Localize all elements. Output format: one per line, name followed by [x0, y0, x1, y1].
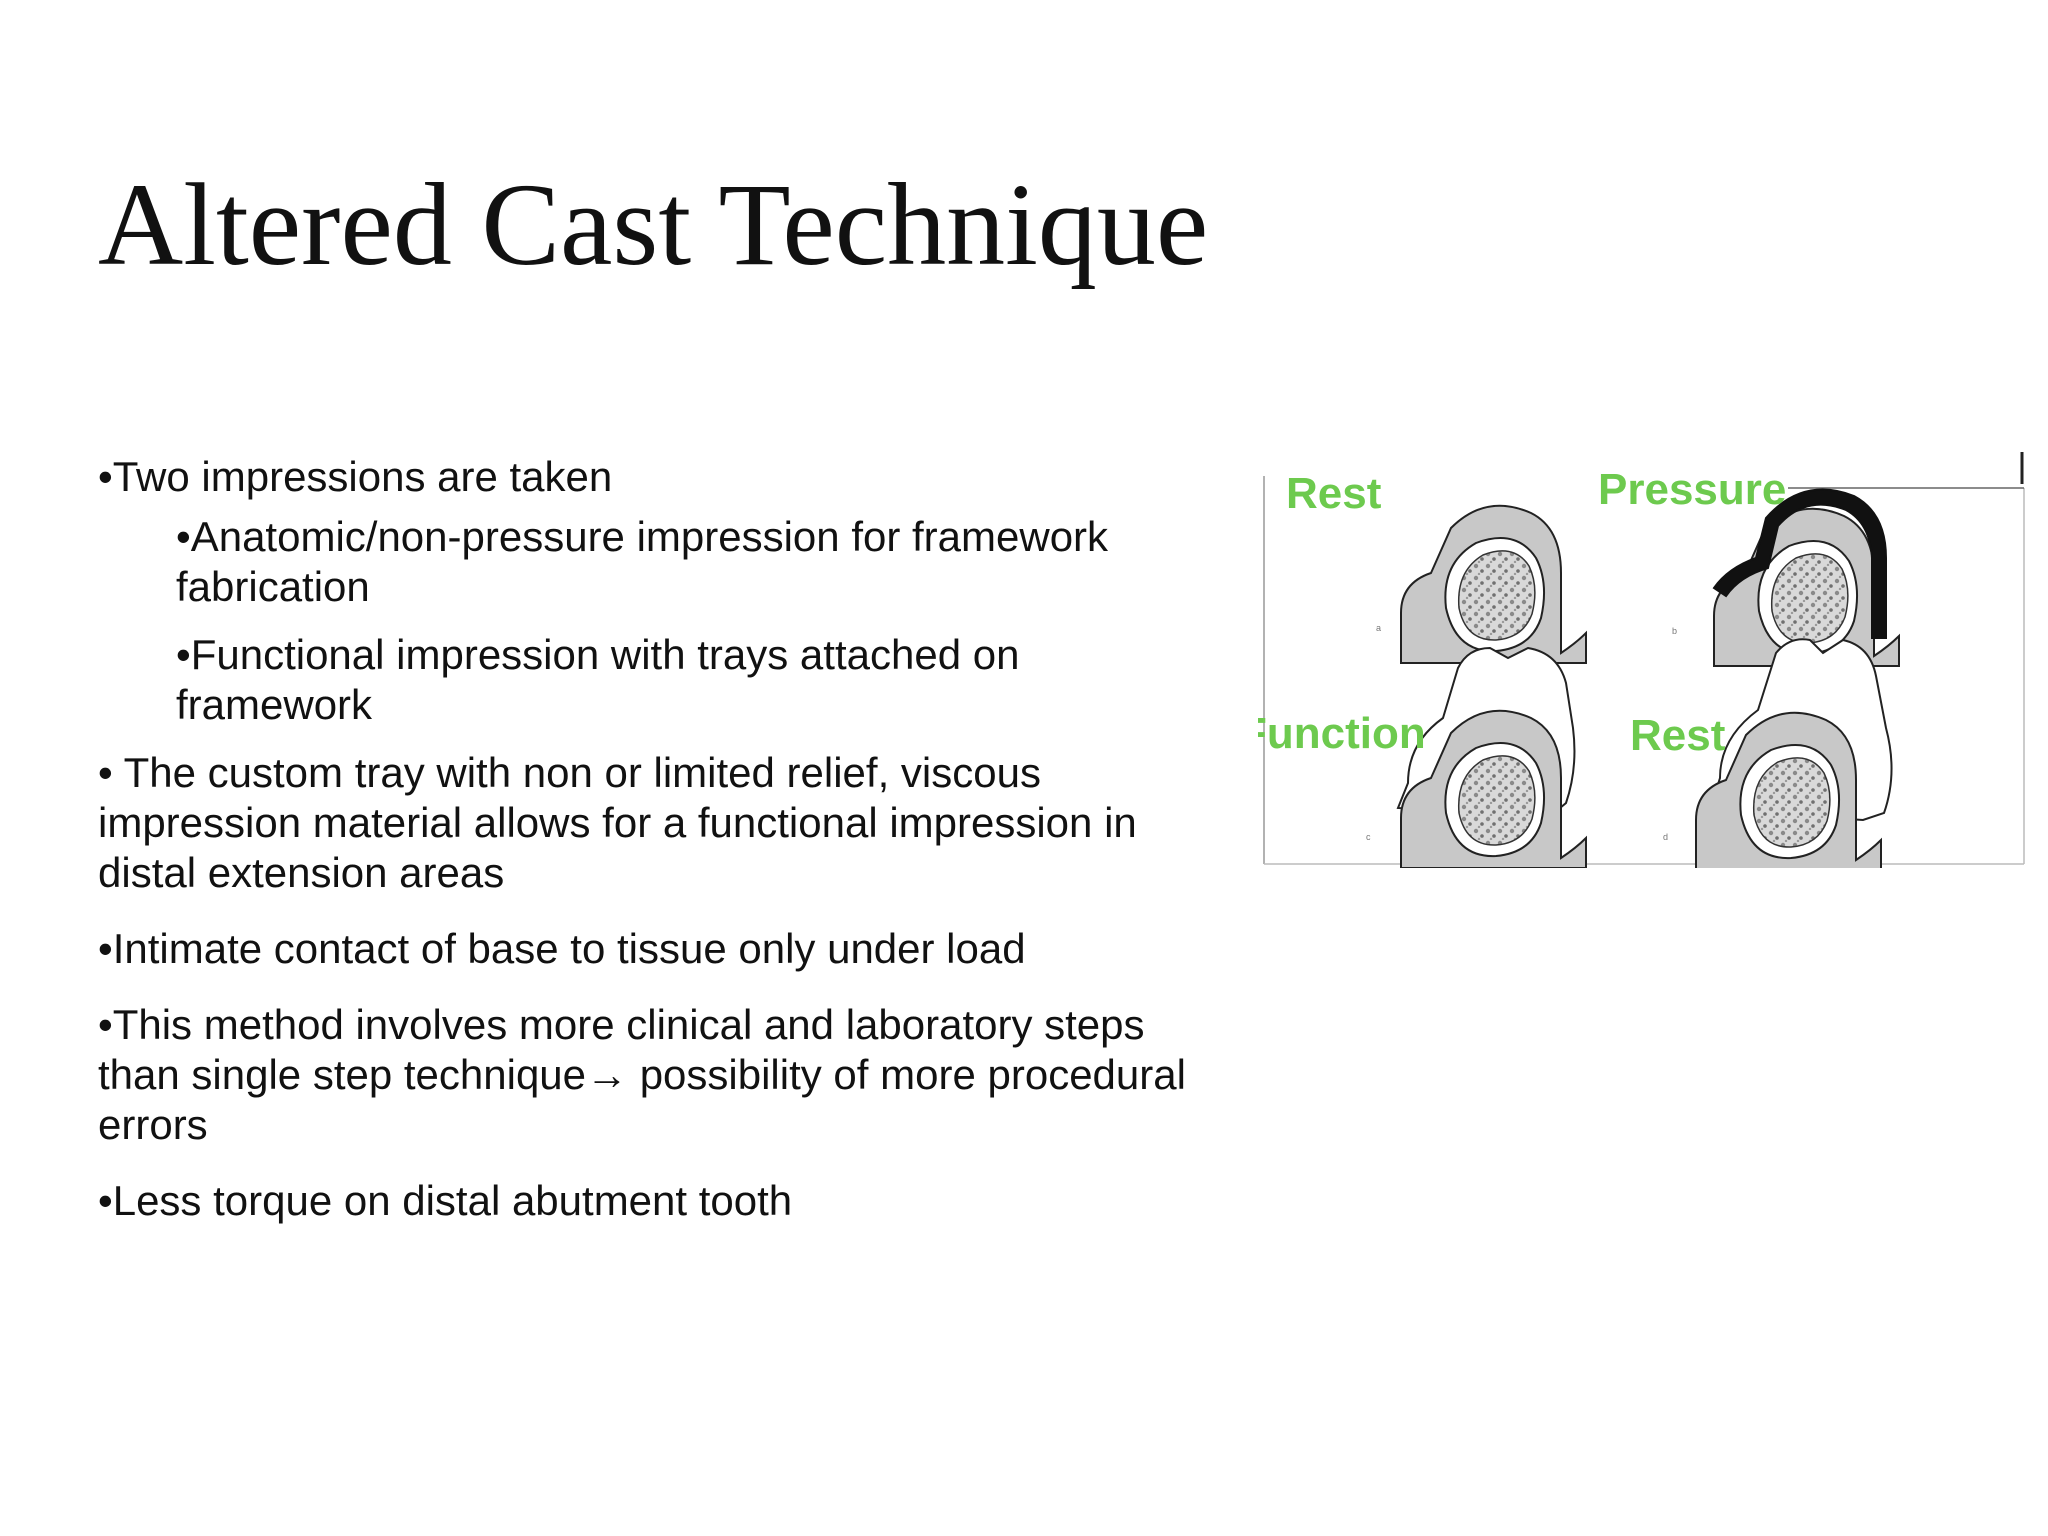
sub-bullet-item: •Functional impression with trays attach…	[176, 631, 1020, 728]
bullet-item: •Less torque on distal abutment tooth	[98, 1177, 793, 1224]
bullet-item: •This method involves more clinical and …	[98, 1001, 1186, 1148]
pressure-tray-shape	[1712, 488, 1887, 639]
panel-letter: d	[1663, 832, 1668, 842]
panel-function: c Function	[1258, 646, 1587, 868]
impression-diagram-svg: a Rest b Pressure c Function d	[1258, 452, 2025, 868]
bullet-item: • The custom tray with non or limited re…	[98, 749, 1137, 896]
impression-diagram: a Rest b Pressure c Function d	[1258, 448, 2028, 868]
panel-letter: b	[1672, 626, 1677, 636]
panel-letter: a	[1376, 623, 1381, 633]
panel-rest-top: a Rest	[1286, 469, 1587, 664]
panel-label-rest-bottom: Rest	[1630, 711, 1726, 760]
bullet-item: •Intimate contact of base to tissue only…	[98, 925, 1026, 972]
panel-rest-bottom: d Rest	[1630, 638, 1893, 868]
panel-letter: c	[1366, 832, 1371, 842]
slide-title: Altered Cast Technique	[98, 159, 1209, 290]
panel-label-rest: Rest	[1286, 469, 1382, 518]
bullet-list: •Two impressions are taken •Anatomic/non…	[98, 452, 1218, 1252]
sub-bullet-item: •Anatomic/non-pressure impression for fr…	[176, 513, 1109, 610]
bullet-item: •Two impressions are taken	[98, 453, 613, 500]
panel-label-function: Function	[1258, 709, 1426, 758]
panel-pressure: b Pressure	[1598, 465, 1900, 667]
panel-label-pressure: Pressure	[1598, 465, 1786, 514]
